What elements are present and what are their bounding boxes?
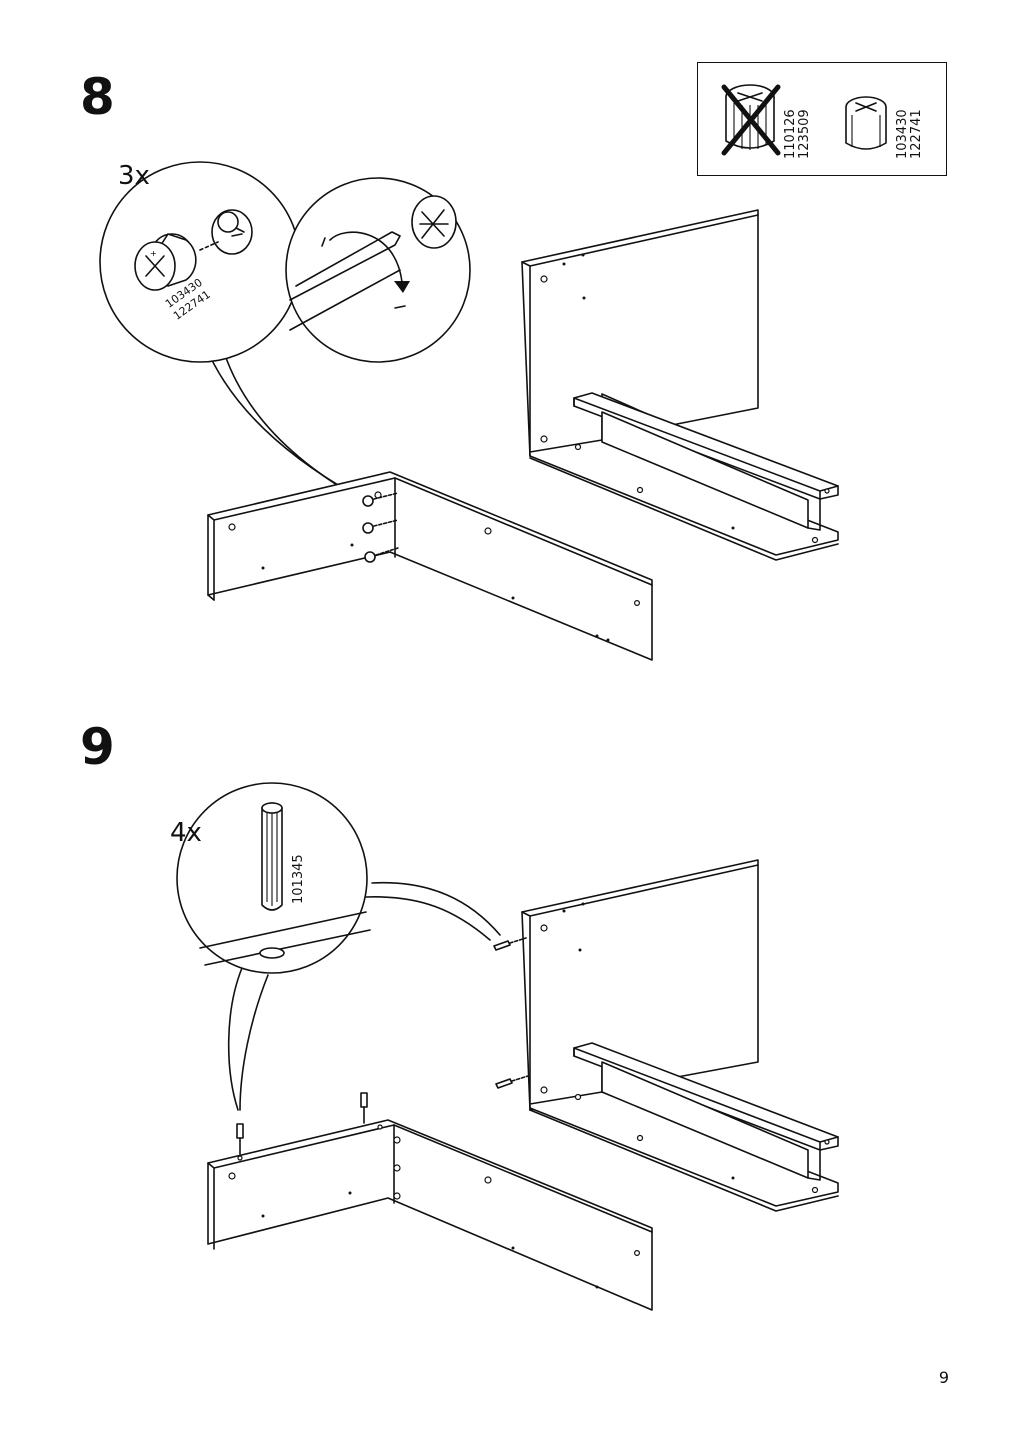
- step9-side-panel: [207, 1092, 653, 1311]
- cam-lock-icon: +: [134, 233, 197, 291]
- step8-screwdriver-detail: [285, 177, 471, 363]
- step8-side-panel: [207, 471, 653, 661]
- inserted-cam-locks: [362, 492, 399, 563]
- correct-cam-lock-icon: [845, 96, 887, 150]
- step9-dowel-detail: [176, 782, 501, 1111]
- step9-back-assembly: [493, 859, 839, 1212]
- right-part-number-1: 103430: [895, 109, 910, 159]
- dowel-icon: [261, 802, 283, 911]
- svg-text:+: +: [150, 249, 157, 258]
- step-8-number: 8: [80, 68, 115, 126]
- cam-face-icon: [411, 195, 457, 249]
- step-9-number: 9: [80, 718, 115, 776]
- step8-cam-lock-detail: +: [99, 161, 363, 501]
- fitting-legend-box: 110126 123509 103430 122741: [697, 62, 947, 176]
- dowel-part-number: 101345: [291, 854, 306, 904]
- right-part-number-2: 122741: [909, 109, 924, 159]
- inserted-dowels: [236, 1092, 383, 1161]
- step-8-quantity: 3x: [118, 161, 150, 191]
- page-number: 9: [938, 1368, 949, 1387]
- legend-illustration: [721, 84, 887, 156]
- wrong-part-number-1: 110126: [783, 109, 798, 159]
- wrong-part-number-2: 123509: [797, 109, 812, 159]
- step8-back-assembly: [521, 209, 839, 561]
- step-9-quantity: 4x: [170, 818, 202, 848]
